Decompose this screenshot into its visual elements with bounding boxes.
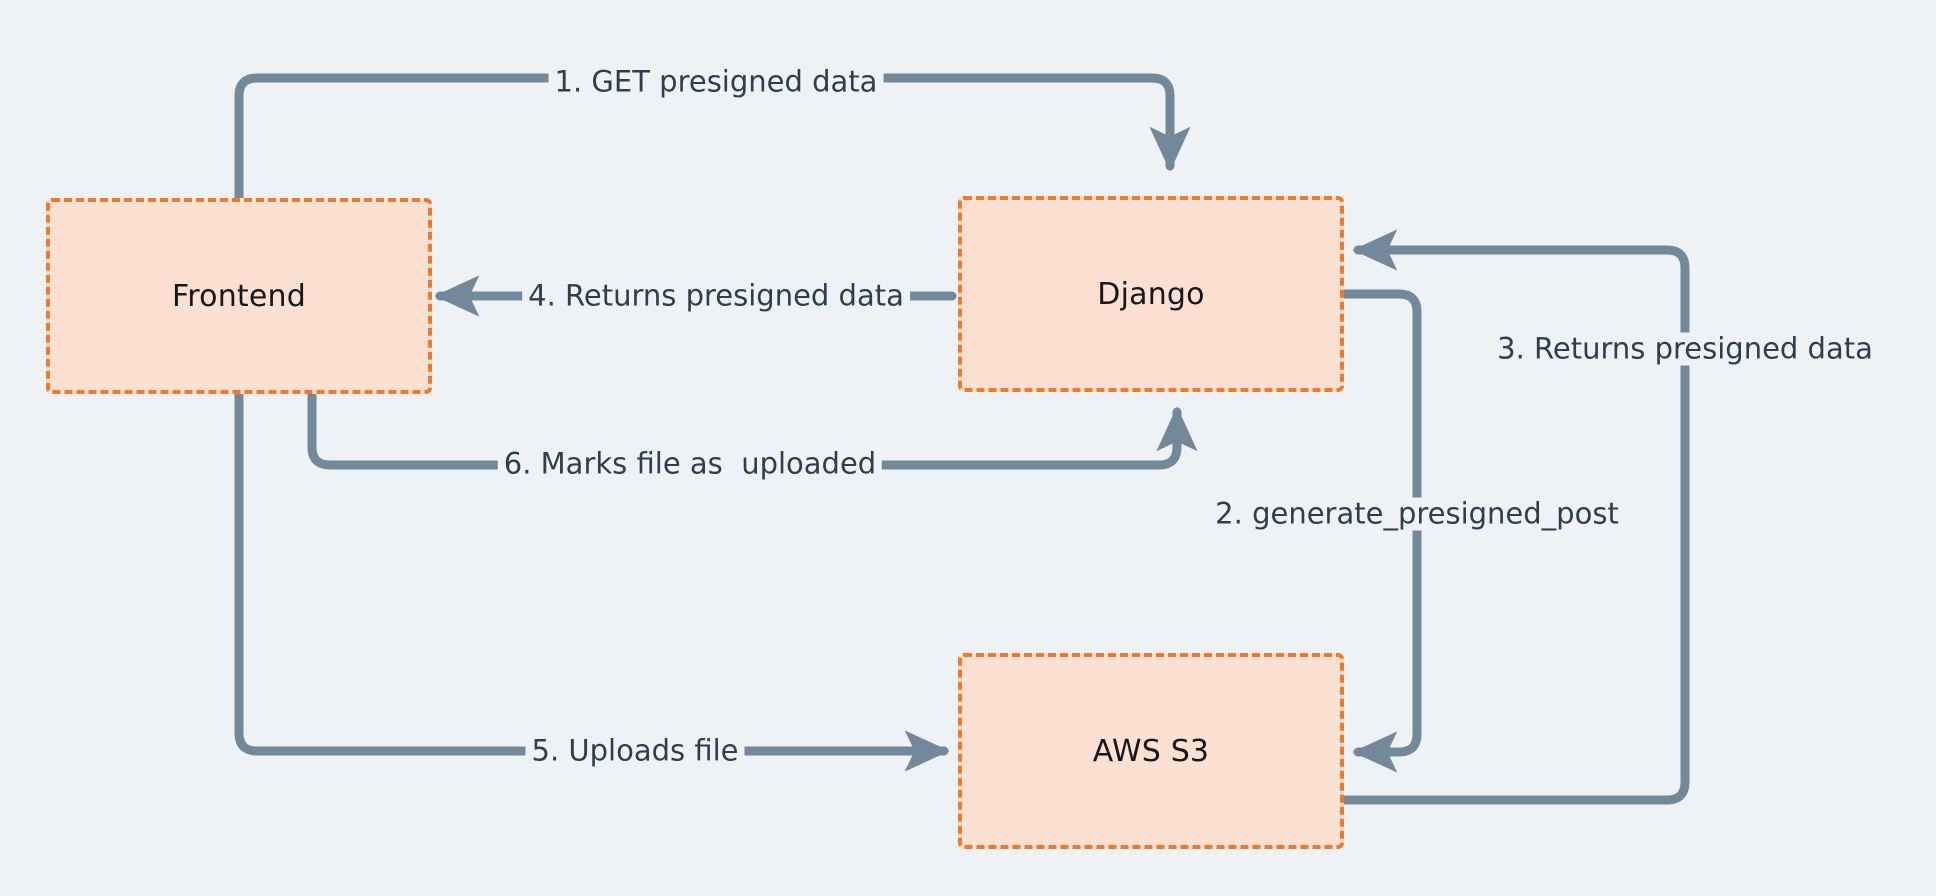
- edge-3-path: [1339, 229, 1690, 805]
- edge-label-6: 6. Marks file as uploaded: [497, 447, 883, 481]
- edge-5-path: [234, 389, 950, 772]
- edge-label-5: 5. Uploads file: [525, 734, 745, 768]
- node-django[interactable]: Django: [958, 196, 1344, 392]
- edge-label-4: 4. Returns presigned data: [522, 279, 910, 313]
- node-django-label: Django: [1097, 276, 1205, 312]
- node-frontend[interactable]: Frontend: [46, 198, 432, 394]
- edge-label-1: 1. GET presigned data: [548, 65, 884, 99]
- node-frontend-label: Frontend: [172, 278, 306, 314]
- node-aws-s3-label: AWS S3: [1092, 733, 1210, 769]
- node-aws-s3[interactable]: AWS S3: [958, 653, 1344, 849]
- edge-label-3: 3. Returns presigned data: [1491, 332, 1879, 366]
- edge-label-2: 2. generate_presigned_post: [1209, 497, 1625, 531]
